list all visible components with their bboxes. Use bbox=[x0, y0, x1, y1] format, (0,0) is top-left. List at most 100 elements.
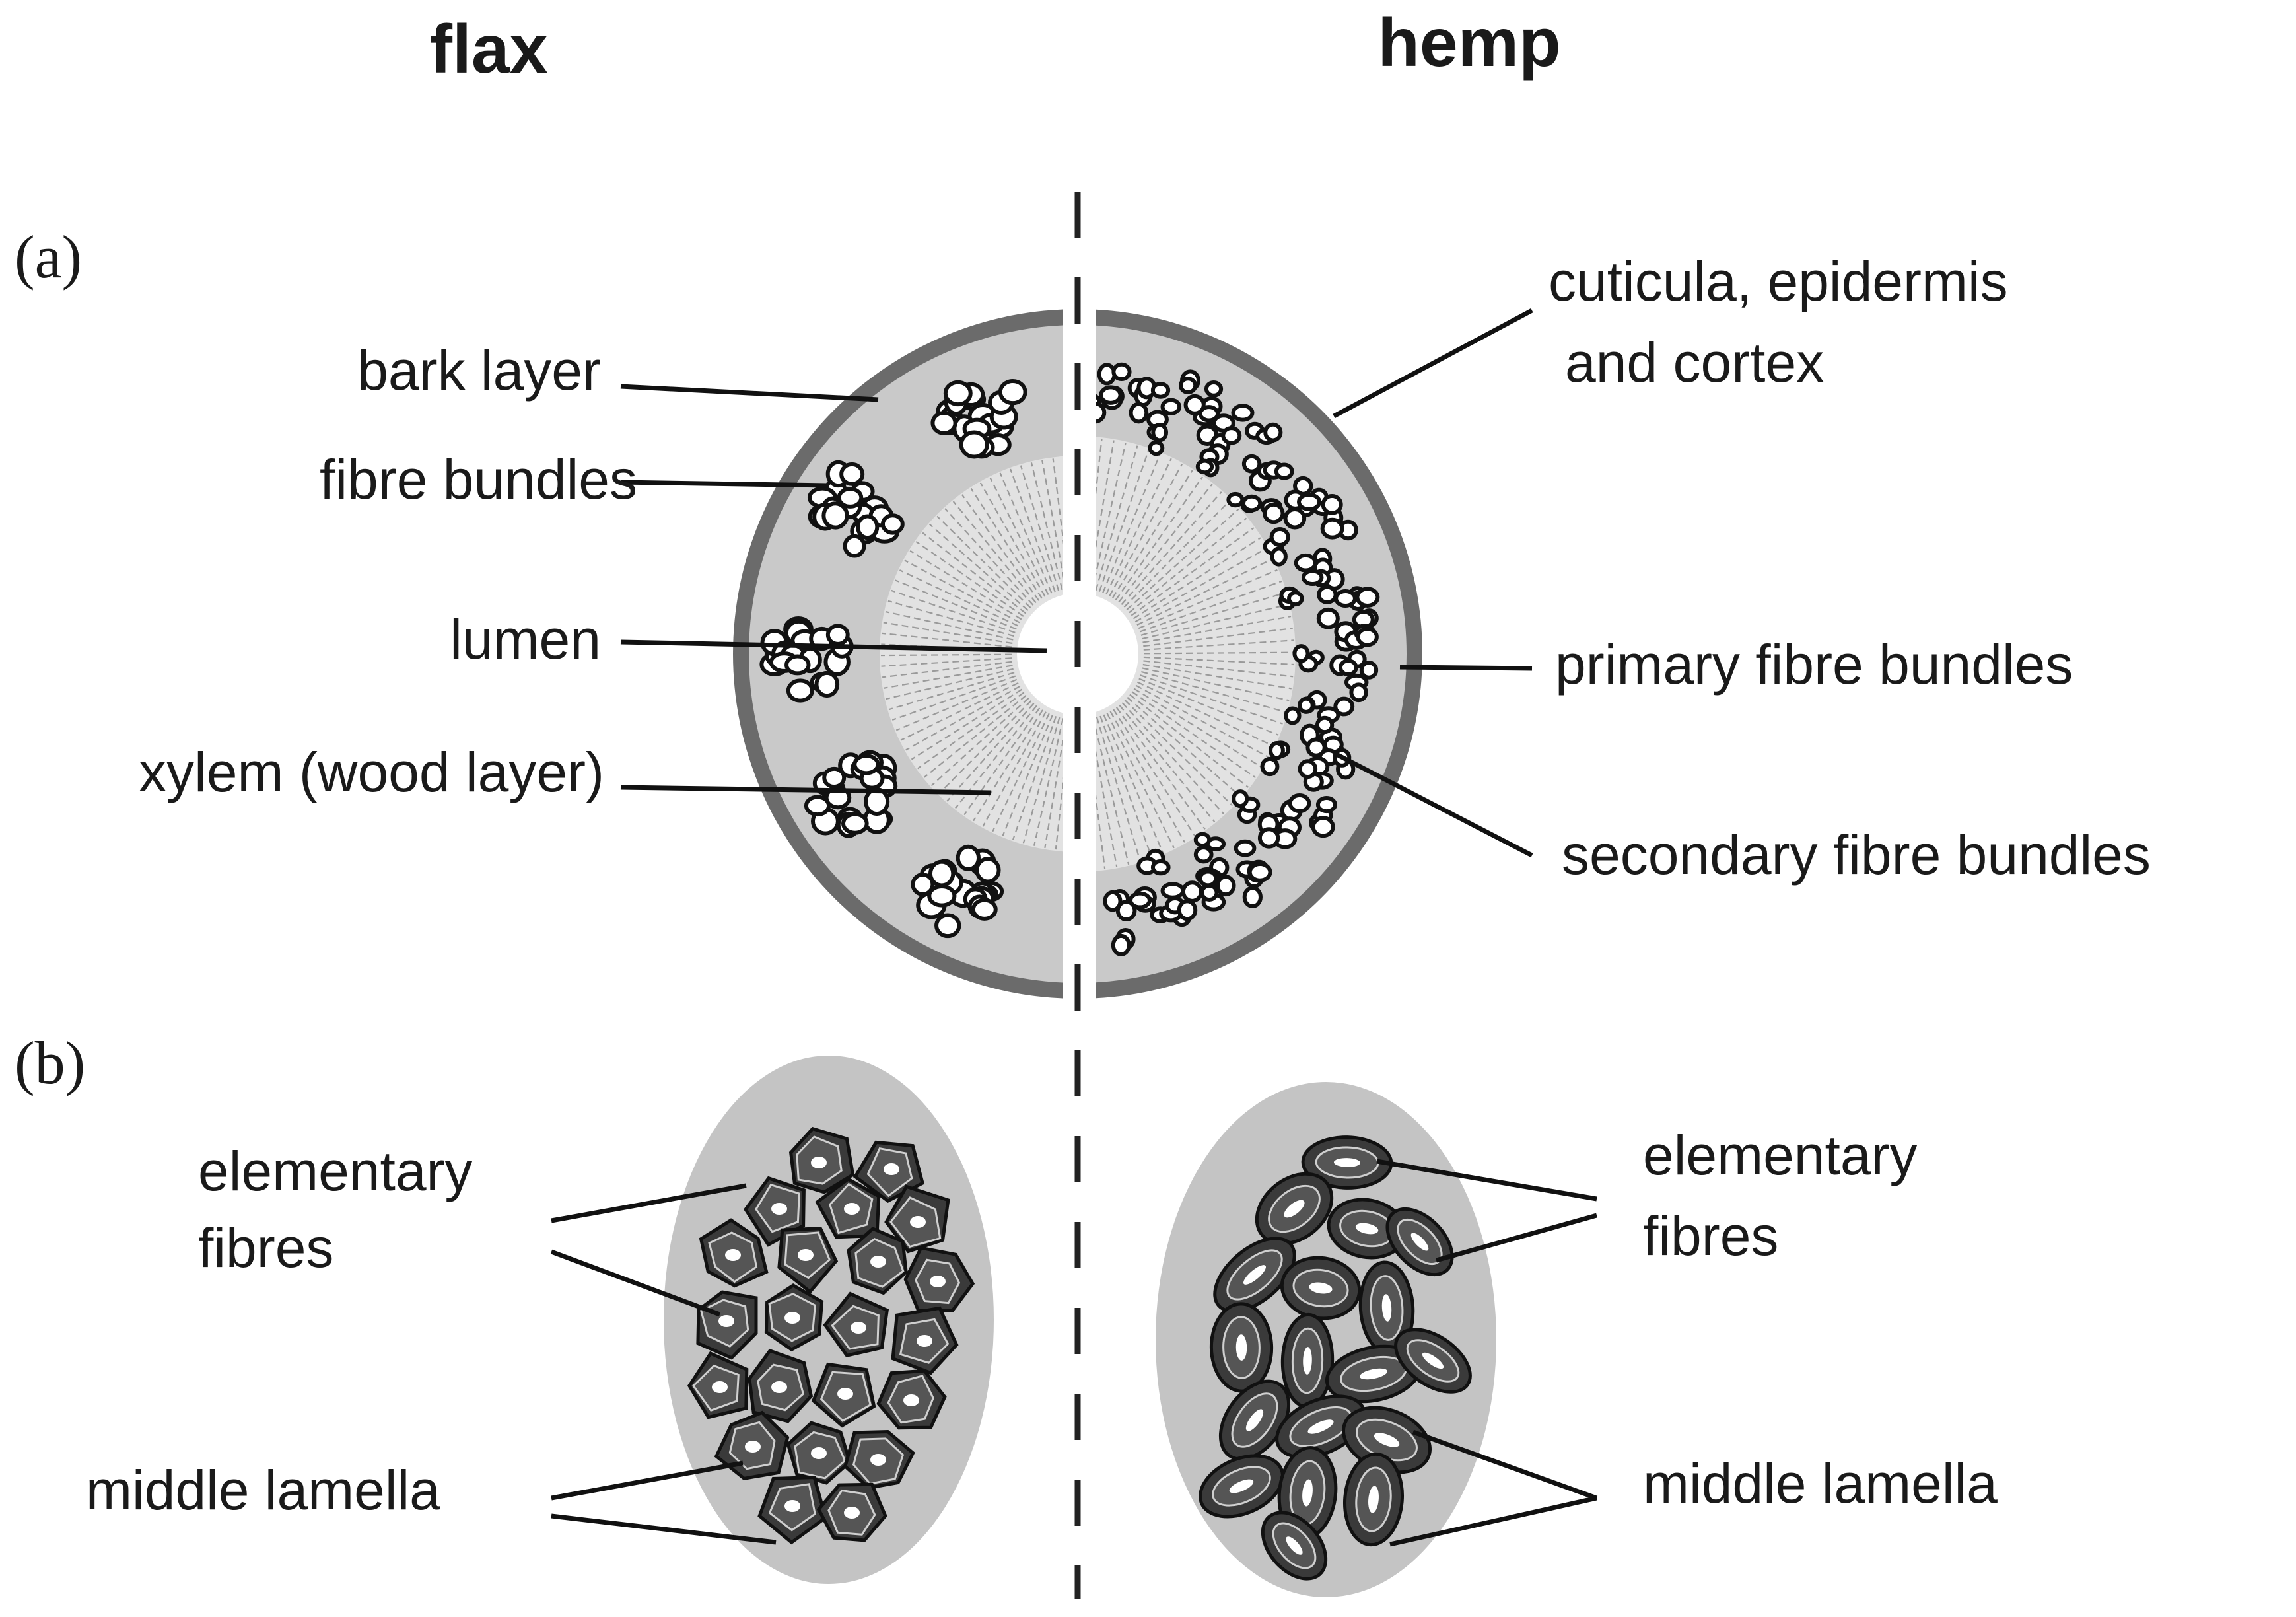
hemp-secondary-fibre-cell bbox=[1292, 644, 1310, 663]
flax-xylem-ray bbox=[1012, 716, 1057, 840]
hemp-primary-fibre-cell bbox=[1359, 661, 1379, 680]
flax-xylem-ray bbox=[1055, 777, 1063, 850]
flax-elementary-fibre-lumen bbox=[784, 1500, 800, 1512]
leader-xylem bbox=[620, 785, 991, 795]
flax-elementary-fibre-lumen bbox=[798, 1249, 814, 1261]
flax-xylem-layer bbox=[880, 456, 1063, 852]
panel-b-leader-lines bbox=[550, 1159, 1598, 1547]
flax-xylem-ray bbox=[887, 600, 1014, 637]
hemp-xylem-ray bbox=[1142, 663, 1292, 690]
hemp-primary-fibre-cell bbox=[1317, 585, 1338, 604]
hemp-primary-fibre-cell bbox=[1111, 362, 1132, 382]
hemp-xylem-ray bbox=[1129, 517, 1247, 614]
flax-fibre-cell bbox=[824, 786, 852, 810]
flax-xylem-ray bbox=[929, 523, 1029, 611]
flax-xylem-ray bbox=[886, 668, 1014, 700]
hemp-secondary-fibre-cell bbox=[1148, 440, 1165, 456]
flax-xylem-ray bbox=[891, 675, 1016, 721]
hemp-xylem-ray bbox=[1124, 700, 1234, 807]
leader-flax-lamella-1 bbox=[551, 1460, 744, 1501]
hemp-xylem-ray bbox=[1129, 694, 1249, 788]
label-xylem: xylem (wood layer) bbox=[139, 741, 604, 803]
flax-fibre-cell bbox=[786, 678, 814, 703]
hemp-xylem-ray bbox=[1137, 681, 1274, 747]
flax-xylem-ray bbox=[944, 508, 1034, 606]
panel-label-b: (b) bbox=[15, 1029, 85, 1096]
hemp-primary-fibre-cell bbox=[1216, 875, 1236, 897]
hemp-xylem-ray bbox=[1143, 628, 1293, 647]
flax-xylem-ray bbox=[900, 682, 1019, 741]
flax-xylem-ray bbox=[909, 550, 1022, 620]
hemp-elementary-fibre-lumen bbox=[1410, 1233, 1429, 1251]
leader-lumen bbox=[620, 639, 1047, 653]
flax-xylem-ray bbox=[1010, 468, 1056, 593]
hemp-fibre-bundle-detail bbox=[1156, 1082, 1496, 1597]
hemp-xylem-ray bbox=[1136, 558, 1273, 626]
hemp-xylem-ray bbox=[1133, 688, 1263, 768]
flax-xylem-ray bbox=[899, 569, 1018, 627]
hemp-primary-fibre-cell bbox=[1099, 385, 1123, 405]
label-flax-middle-lamella: middle lamella bbox=[86, 1459, 440, 1521]
hemp-elementary-fibre-lumen bbox=[1302, 1479, 1313, 1507]
hemp-xylem-ray bbox=[1096, 750, 1118, 867]
flax-fibre-cell bbox=[825, 624, 850, 646]
label-flax-elementary-line2: fibres bbox=[198, 1217, 333, 1279]
hemp-primary-fibre-cell bbox=[1283, 507, 1307, 530]
hemp-xylem-ray bbox=[1096, 442, 1127, 576]
hemp-secondary-fibre-cell bbox=[1226, 491, 1245, 508]
hemp-xylem-ray bbox=[1115, 707, 1206, 830]
hemp-primary-fibre-cell bbox=[1288, 793, 1311, 814]
leader-primary-bundles bbox=[1399, 665, 1533, 671]
flax-fibre-cell bbox=[975, 857, 1001, 884]
flax-stem-cross-section bbox=[733, 309, 1063, 999]
hemp-primary-fibre-cell bbox=[1204, 380, 1224, 398]
flax-xylem-ray bbox=[982, 711, 1047, 827]
hemp-primary-fibre-cell bbox=[1298, 759, 1318, 779]
hemp-xylem-ray bbox=[1119, 704, 1216, 822]
flax-xylem-ray bbox=[922, 532, 1026, 614]
hemp-xylem-ray bbox=[1143, 660, 1294, 678]
flax-xylem-ray bbox=[952, 501, 1037, 604]
flax-xylem-ray bbox=[992, 713, 1050, 832]
label-flax-elementary-line1: elementary bbox=[198, 1140, 473, 1202]
hemp-primary-fibre-cell bbox=[1241, 454, 1262, 474]
flax-fibre-bundle-detail bbox=[664, 1056, 994, 1584]
hemp-elementary-fibre-lumen bbox=[1368, 1486, 1379, 1513]
hemp-xylem-ray bbox=[1102, 453, 1162, 593]
hemp-xylem-ray bbox=[1098, 449, 1150, 592]
flax-fibre-cell bbox=[880, 513, 905, 535]
flax-fibre-cell bbox=[998, 379, 1027, 406]
leader-flax-elementary-1 bbox=[551, 1183, 747, 1223]
hemp-primary-fibre-cell bbox=[1315, 796, 1337, 814]
flax-xylem-ray bbox=[946, 703, 1035, 802]
flax-elementary-fibre-lumen bbox=[903, 1394, 919, 1406]
label-hemp-elementary-line1: elementary bbox=[1643, 1124, 1918, 1186]
hemp-secondary-fibre-cell bbox=[1193, 845, 1214, 864]
flax-xylem-ray bbox=[911, 688, 1023, 760]
hemp-xylem-ray bbox=[1138, 678, 1279, 736]
flax-elementary-fibre-lumen bbox=[771, 1381, 787, 1393]
flax-elementary-fibre-lumen bbox=[784, 1312, 800, 1324]
hemp-primary-fibre-cell bbox=[1160, 398, 1182, 415]
hemp-primary-fibre-cell bbox=[1183, 394, 1206, 415]
hemp-secondary-fibre-cell bbox=[1193, 832, 1212, 848]
hemp-primary-fibre-cell bbox=[1103, 890, 1123, 912]
flax-elementary-fibre-lumen bbox=[811, 1447, 827, 1459]
flax-xylem-ray bbox=[904, 559, 1020, 624]
flax-elementary-fibre-lumen bbox=[917, 1335, 932, 1347]
hemp-xylem-layer bbox=[1096, 437, 1296, 871]
flax-xylem-ray bbox=[1052, 458, 1063, 545]
hemp-primary-fibre-cell bbox=[1221, 426, 1242, 445]
hemp-primary-fibre-cell bbox=[1320, 517, 1344, 540]
flax-xylem-ray bbox=[989, 477, 1049, 595]
hemp-xylem-ray bbox=[1115, 476, 1203, 600]
hemp-lumen bbox=[1096, 596, 1138, 712]
panel-label-a: (a) bbox=[15, 223, 82, 291]
hemp-primary-fibre-cell bbox=[1338, 659, 1358, 676]
flax-fibre-cell bbox=[928, 859, 956, 888]
hemp-elementary-fibre-lumen bbox=[1374, 1433, 1400, 1447]
flax-elementary-fibre-lumen bbox=[884, 1163, 899, 1175]
flax-fibre-cell bbox=[837, 487, 864, 509]
flax-elementary-fibre-lumen bbox=[851, 1322, 866, 1334]
label-cuticula-line1: cuticula, epidermis bbox=[1548, 250, 2008, 312]
